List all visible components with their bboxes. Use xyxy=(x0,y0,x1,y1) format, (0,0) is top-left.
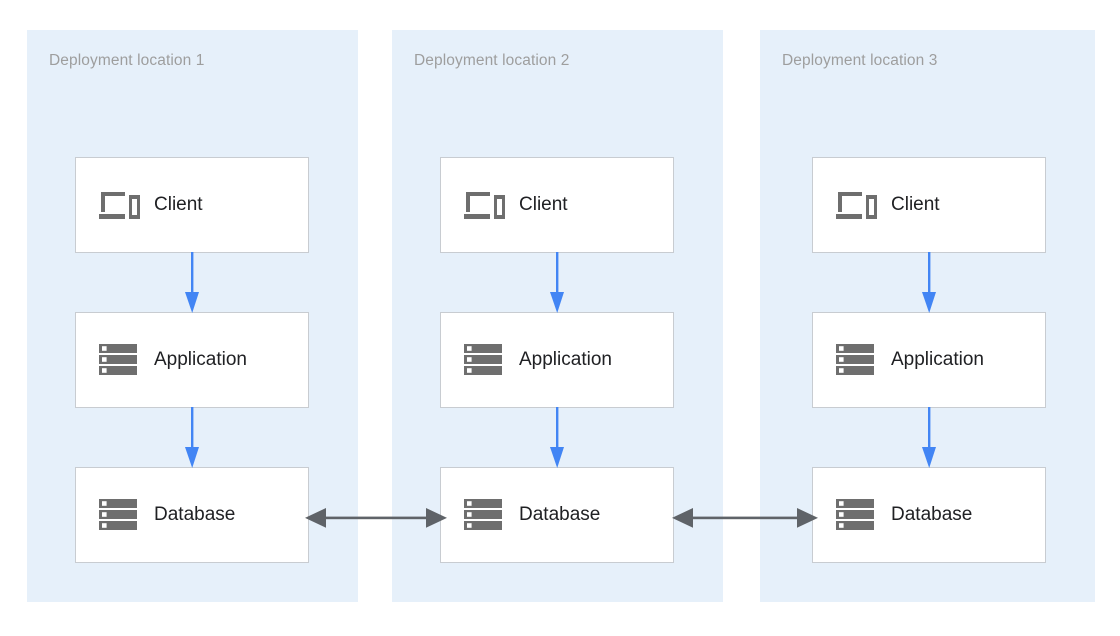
arrow-left-right-icon xyxy=(672,500,818,536)
node-label: Database xyxy=(891,504,973,525)
arrow-down-icon xyxy=(918,407,940,469)
node-label: Application xyxy=(519,349,612,370)
node-database[interactable]: Database xyxy=(75,467,309,563)
node-label: Database xyxy=(519,504,601,525)
node-label: Database xyxy=(154,504,236,525)
node-label: Client xyxy=(519,194,568,215)
server-stack-icon xyxy=(835,495,879,535)
arrow-down-icon xyxy=(546,252,568,314)
arrow-down-icon xyxy=(918,252,940,314)
node-database[interactable]: Database xyxy=(812,467,1046,563)
server-stack-icon xyxy=(463,340,507,380)
arrow-down-icon xyxy=(181,252,203,314)
node-label: Client xyxy=(154,194,203,215)
node-client[interactable]: Client xyxy=(440,157,674,253)
arrow-down-icon xyxy=(181,407,203,469)
node-application[interactable]: Application xyxy=(440,312,674,408)
node-application[interactable]: Application xyxy=(75,312,309,408)
node-application[interactable]: Application xyxy=(812,312,1046,408)
arrow-down-icon xyxy=(546,407,568,469)
node-label: Application xyxy=(154,349,247,370)
devices-icon xyxy=(835,185,879,225)
node-label: Client xyxy=(891,194,940,215)
node-client[interactable]: Client xyxy=(75,157,309,253)
server-stack-icon xyxy=(835,340,879,380)
panel-title: Deployment location 3 xyxy=(782,52,938,69)
devices-icon xyxy=(463,185,507,225)
devices-icon xyxy=(98,185,142,225)
node-client[interactable]: Client xyxy=(812,157,1046,253)
arrow-left-right-icon xyxy=(305,500,447,536)
panel-title: Deployment location 2 xyxy=(414,52,570,69)
node-database[interactable]: Database xyxy=(440,467,674,563)
server-stack-icon xyxy=(463,495,507,535)
server-stack-icon xyxy=(98,495,142,535)
server-stack-icon xyxy=(98,340,142,380)
node-label: Application xyxy=(891,349,984,370)
panel-title: Deployment location 1 xyxy=(49,52,205,69)
